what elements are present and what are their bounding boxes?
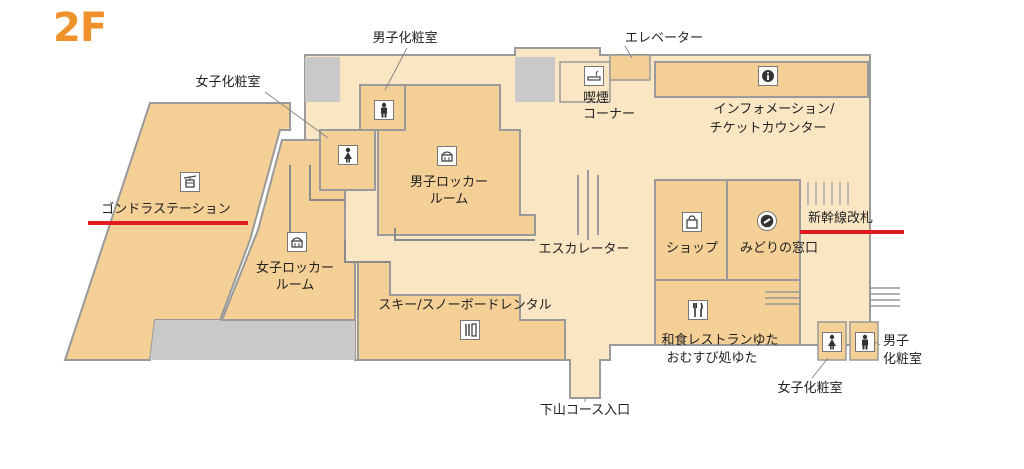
- restaurant-area: [654, 279, 801, 346]
- womens-restroom-icon: [822, 332, 842, 352]
- elevator-area: [609, 54, 651, 81]
- stairs-se: [765, 287, 900, 307]
- interior-walls: [289, 165, 535, 263]
- label-escalator: エスカレーター: [538, 242, 630, 257]
- highlight-shinkansen-gate: [800, 230, 904, 234]
- label-mens-restroom-se-2: 化粧室: [883, 352, 923, 367]
- mens-restroom-icon: [374, 100, 394, 120]
- stairs-ne: [807, 182, 849, 205]
- restaurant-icon: [688, 300, 708, 320]
- escalator-lines: [577, 170, 599, 240]
- gondola-station-area: [63, 102, 291, 361]
- label-info-1: インフォメーション/: [713, 102, 835, 117]
- label-midori: みどりの窓口: [739, 241, 819, 256]
- ticket-office-icon: [757, 211, 777, 231]
- label-gondola-station: ゴンドラステーション: [101, 202, 231, 217]
- locker-icon: [437, 146, 457, 166]
- floor-label: 2F: [53, 5, 107, 51]
- label-smoking-2: コーナー: [583, 107, 636, 122]
- label-info-2: チケットカウンター: [709, 121, 827, 136]
- label-descent-course: 下山コース入口: [539, 403, 631, 418]
- label-shinkansen-gate: 新幹線改札: [808, 211, 874, 226]
- label-mens-restroom-se-1: 男子: [883, 334, 910, 349]
- label-womens-locker-2: ルーム: [275, 278, 315, 293]
- label-womens-locker-1: 女子ロッカー: [255, 261, 335, 276]
- information-icon: [758, 66, 778, 86]
- label-womens-restroom-se: 女子化粧室: [777, 381, 843, 396]
- gondola-icon: [180, 172, 200, 192]
- shop-icon: [682, 212, 702, 232]
- service-area-ne: [515, 57, 555, 102]
- womens-restroom-icon: [338, 145, 358, 165]
- rental-area: [357, 261, 566, 361]
- label-elevator: エレベーター: [624, 31, 704, 46]
- label-rental: スキー/スノーボードレンタル: [378, 298, 552, 313]
- service-area-nw: [305, 57, 340, 102]
- service-area-sw: [150, 320, 355, 360]
- mens-restroom-icon: [855, 332, 875, 352]
- label-restaurant-1: 和食レストランゆた: [661, 333, 779, 348]
- label-smoking-1: 喫煙: [583, 91, 610, 106]
- highlight-gondola-station: [88, 221, 248, 225]
- label-mens-locker-2: ルーム: [429, 192, 469, 207]
- smoking-icon: [584, 66, 604, 86]
- label-womens-restroom-nw: 女子化粧室: [195, 75, 261, 90]
- label-mens-restroom-n: 男子化粧室: [372, 31, 438, 46]
- locker-icon: [287, 232, 307, 252]
- rental-icon: [460, 320, 480, 340]
- label-restaurant-2: おむすび処ゆた: [666, 351, 758, 366]
- label-shop: ショップ: [665, 241, 719, 256]
- label-mens-locker-1: 男子ロッカー: [409, 175, 489, 190]
